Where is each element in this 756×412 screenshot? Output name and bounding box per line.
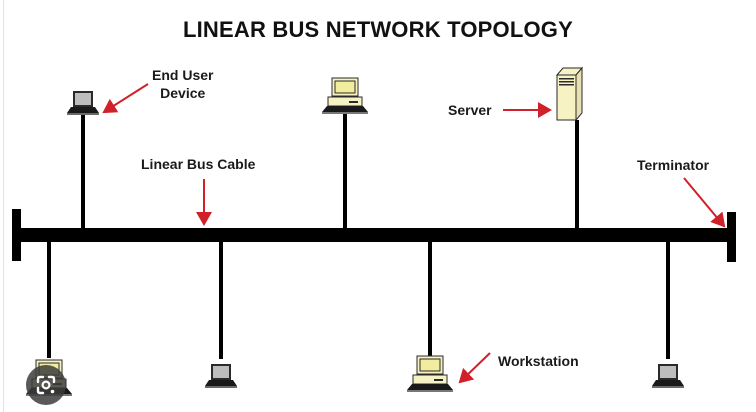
arrow-workstation: [458, 352, 491, 384]
terminator-right: [727, 212, 736, 262]
label-end-user-device-line1: End User: [152, 67, 214, 83]
workstation-icon-top-center: [321, 77, 369, 115]
label-linear-bus-cable: Linear Bus Cable: [141, 156, 256, 172]
laptop-icon-top-left: [67, 91, 99, 115]
workstation-icon-bottom-center: [406, 355, 454, 393]
arrow-end-user-device: [102, 83, 149, 114]
label-end-user-device: End User Device: [152, 66, 213, 102]
drop-line-workstation-bottom-center: [428, 241, 432, 356]
google-lens-icon: [36, 375, 56, 395]
label-end-user-device-line2: Device: [160, 85, 206, 101]
laptop-icon-bottom-2: [205, 364, 237, 388]
label-workstation: Workstation: [498, 353, 579, 369]
server-icon: [555, 66, 584, 122]
drop-line-server: [575, 120, 579, 229]
google-lens-button[interactable]: [26, 365, 66, 405]
diagram-title: LINEAR BUS NETWORK TOPOLOGY: [182, 17, 573, 42]
drop-line-laptop-bottom-right: [666, 241, 670, 359]
drop-line-workstation-bottom-left: [47, 241, 51, 358]
bus-cable: [14, 228, 736, 242]
laptop-icon-bottom-right: [652, 364, 684, 388]
arrow-terminator: [683, 177, 726, 228]
image-frame: [3, 0, 756, 412]
drop-line-laptop-top-left: [81, 115, 85, 229]
label-terminator: Terminator: [637, 157, 710, 173]
terminator-left: [12, 209, 21, 261]
drop-line-laptop-bottom-2: [219, 241, 223, 359]
drop-line-workstation-top-center: [343, 112, 347, 229]
label-server: Server: [448, 102, 492, 118]
